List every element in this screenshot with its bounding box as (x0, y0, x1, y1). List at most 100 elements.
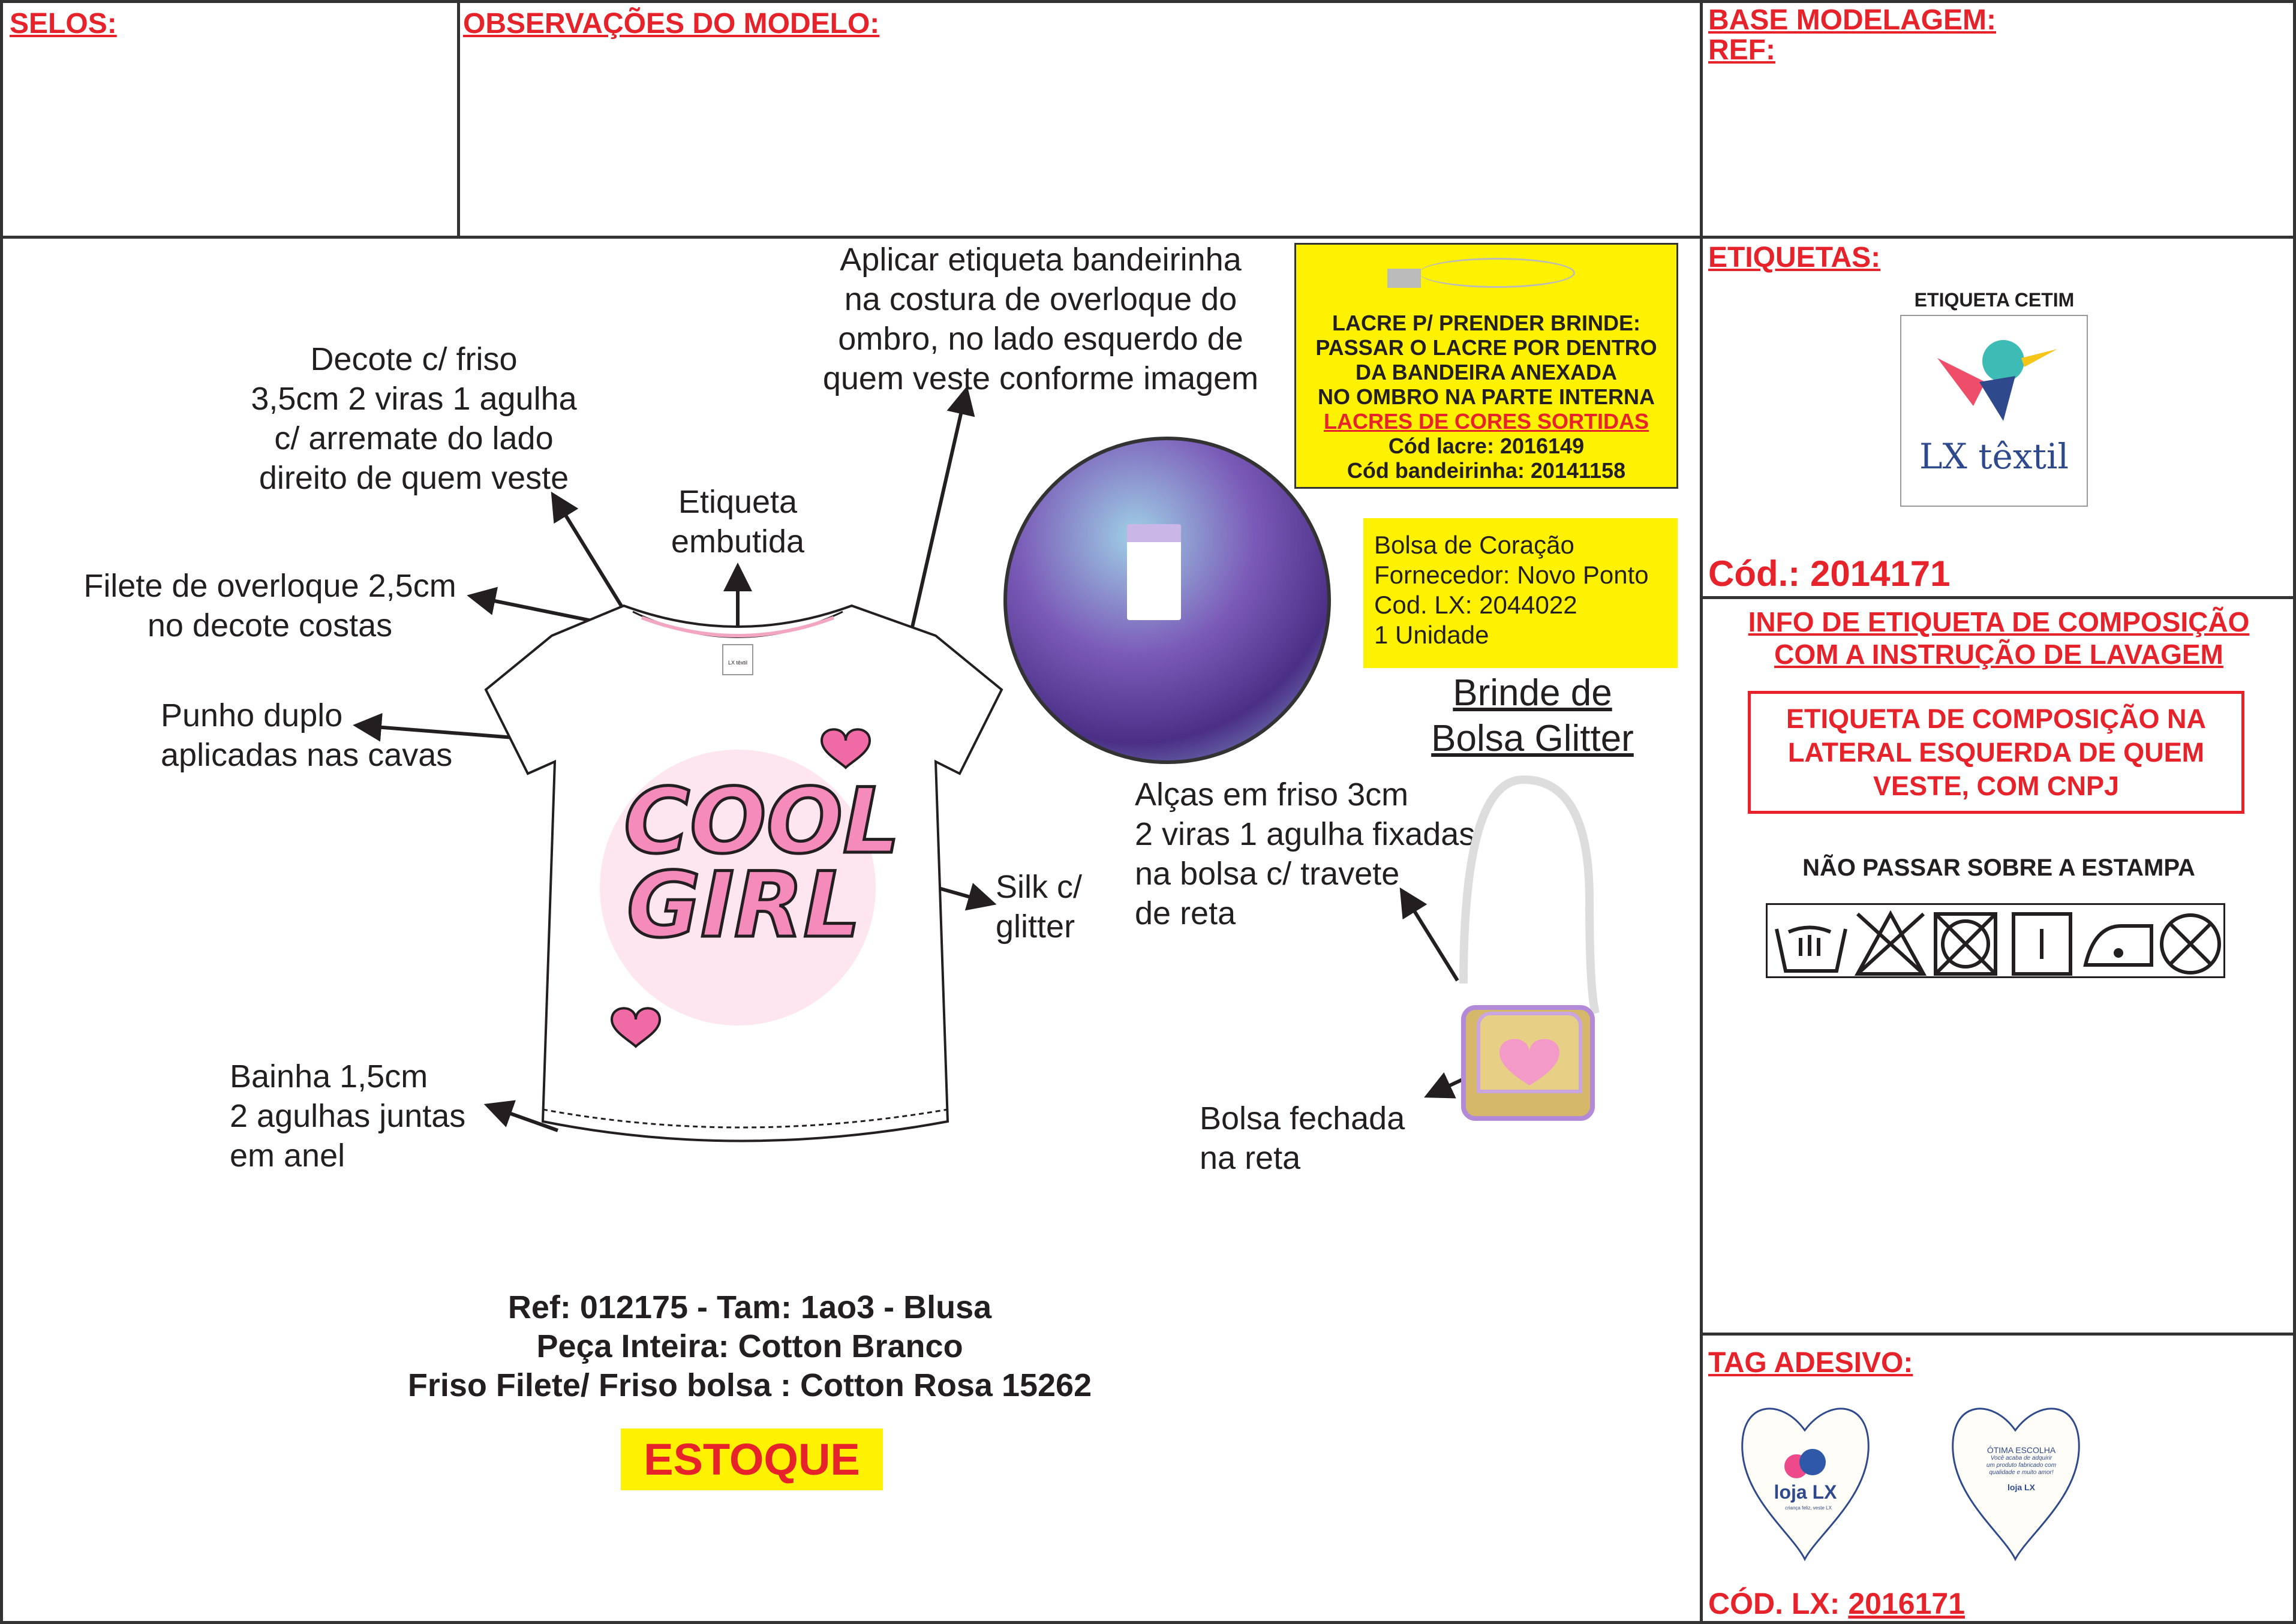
note-line: Bolsa Glitter (1431, 718, 1634, 759)
note-line: quem veste conforme imagem (822, 360, 1259, 396)
etiqueta-cod: Cód.: 2014171 (1708, 554, 1951, 594)
model-spec: Ref: 012175 - Tam: 1ao3 - Blusa Peça Int… (300, 1288, 1200, 1405)
note-line: em anel (230, 1138, 345, 1174)
note-line: Punho duplo (161, 697, 343, 733)
note-line: Brinde de (1453, 672, 1612, 714)
divider (1701, 1333, 2296, 1336)
tag-front-logo: loja LX (1774, 1481, 1837, 1503)
print-line: GIRL (625, 853, 862, 958)
lacre-line: NO OMBRO NA PARTE INTERNA (1318, 384, 1655, 409)
care-symbols-svg (1775, 910, 2221, 976)
lacre-string (1419, 258, 1575, 288)
note-line: 2 agulhas juntas (230, 1098, 466, 1134)
iron-low-icon (2083, 924, 2153, 967)
note-line: 3,5cm 2 viras 1 agulha (251, 381, 577, 417)
tag-back-title: ÓTIMA ESCOLHA (1987, 1445, 2056, 1455)
composicao-line: LATERAL ESQUERDA DE QUEM (1787, 737, 2205, 768)
tag-adesivo-heading: TAG ADESIVO: (1708, 1347, 1913, 1379)
spec-peca: Peça Inteira: Cotton Branco (536, 1328, 963, 1364)
note-bainha: Bainha 1,5cm 2 agulhas juntas em anel (230, 1057, 465, 1175)
note-line: Decote c/ friso (310, 341, 518, 377)
bolsa-line: Fornecedor: Novo Ponto (1374, 561, 1649, 589)
spec-ref: Ref: 012175 - Tam: 1ao3 - Blusa (507, 1289, 992, 1325)
tag-back-line: qualidade e muito amor! (1989, 1469, 2054, 1476)
cod-lacre: Cód lacre: 2016149 (1388, 434, 1585, 458)
note-line: Silk c/ (996, 869, 1083, 905)
bandeirinha-label (1127, 524, 1181, 620)
note-line: Bolsa fechada (1200, 1100, 1405, 1136)
base-modelagem-heading: BASE MODELAGEM: (1708, 4, 1996, 36)
note-line: na costura de overloque do (844, 281, 1237, 317)
note-punho: Punho duplo aplicadas nas cavas (161, 696, 452, 775)
note-line: aplicadas nas cavas (161, 737, 453, 773)
observacoes-heading: OBSERVAÇÕES DO MODELO: (463, 8, 880, 40)
bolsa-line: Bolsa de Coração (1374, 531, 1574, 559)
note-line: embutida (671, 524, 805, 560)
note-line: direito de quem veste (259, 460, 569, 496)
lacre-highlight: LACRES DE CORES SORTIDAS (1323, 409, 1649, 434)
lacre-line: LACRE P/ PRENDER BRINDE: (1332, 311, 1641, 335)
note-line: Filete de overloque 2,5cm (83, 568, 456, 604)
note-line: no decote costas (147, 608, 393, 643)
cod-lx: CÓD. LX: 2016171 (1708, 1586, 1965, 1621)
bolsa-line: 1 Unidade (1374, 621, 1489, 649)
note-line: de reta (1135, 895, 1236, 931)
bandeirinha-detail-photo (1003, 437, 1331, 764)
tag-back-line: um produto fabricado com (1986, 1462, 2057, 1469)
note-line: Etiqueta (678, 484, 798, 520)
divider (457, 0, 460, 237)
tag-back-line: Você acaba de adquirir (1990, 1455, 2052, 1461)
note-line: Aplicar etiqueta bandeirinha (840, 242, 1242, 278)
lacre-instructions-box: LACRE P/ PRENDER BRINDE: PASSAR O LACRE … (1294, 243, 1678, 489)
note-filete: Filete de overloque 2,5cm no decote costa… (60, 566, 480, 645)
note-line: na bolsa c/ travete (1135, 856, 1400, 892)
note-line: c/ arremate do lado (274, 420, 554, 456)
neck-label-text: LX têxtil (728, 660, 747, 666)
no-bleach-icon (1854, 910, 1927, 976)
selos-heading: SELOS: (10, 8, 117, 40)
hand-wash-icon (1775, 925, 1847, 973)
note-line: na reta (1200, 1140, 1301, 1176)
note-etiqueta-embutida: Etiqueta embutida (636, 482, 840, 561)
note-line: glitter (996, 909, 1075, 945)
etiqueta-cetim-title: ETIQUETA CETIM (1914, 289, 2075, 311)
divider (0, 236, 1701, 239)
lacre-seal-icon (1387, 269, 1421, 288)
no-dry-clean-icon (2160, 913, 2221, 975)
divider (1701, 596, 2296, 599)
nao-passar-warning: NÃO PASSAR SOBRE A ESTAMPA (1802, 855, 2195, 881)
cool-girl-print: COOL GIRL (623, 775, 902, 958)
estoque-badge: ESTOQUE (621, 1428, 883, 1490)
cod-lx-label: CÓD. LX: (1708, 1587, 1840, 1620)
lacre-line: DA BANDEIRA ANEXADA (1355, 360, 1617, 384)
note-line: 2 viras 1 agulha fixadas (1135, 816, 1475, 852)
tag-back-logo: loja LX (2008, 1482, 2035, 1492)
info-line: INFO DE ETIQUETA DE COMPOSIÇÃO (1748, 606, 2250, 637)
ref-heading: REF: (1708, 34, 1775, 66)
composicao-line: VESTE, COM CNPJ (1873, 771, 2120, 801)
tag-front-slogan: criança feliz, veste LX (1785, 1505, 1832, 1511)
composicao-line: ETIQUETA DE COMPOSIÇÃO NA (1786, 703, 2207, 734)
note-line: Bainha 1,5cm (230, 1058, 428, 1094)
hummingbird-logo-icon (1937, 340, 2057, 421)
lx-textil-logo-text: LX têxtil (1919, 436, 2069, 477)
no-tumble-dry-icon (1934, 912, 1997, 976)
info-line: COM A INSTRUÇÃO DE LAVAGEM (1774, 639, 2223, 670)
spec-friso: Friso Filete/ Friso bolsa : Cotton Rosa … (407, 1367, 1092, 1403)
cod-bandeirinha: Cód bandeirinha: 20141158 (1347, 458, 1626, 483)
divider (1700, 0, 1703, 1624)
etiquetas-heading: ETIQUETAS: (1708, 242, 1881, 273)
divider (1701, 236, 2296, 239)
line-dry-icon (2012, 912, 2072, 976)
note-silk: Silk c/glitter (996, 867, 1082, 946)
